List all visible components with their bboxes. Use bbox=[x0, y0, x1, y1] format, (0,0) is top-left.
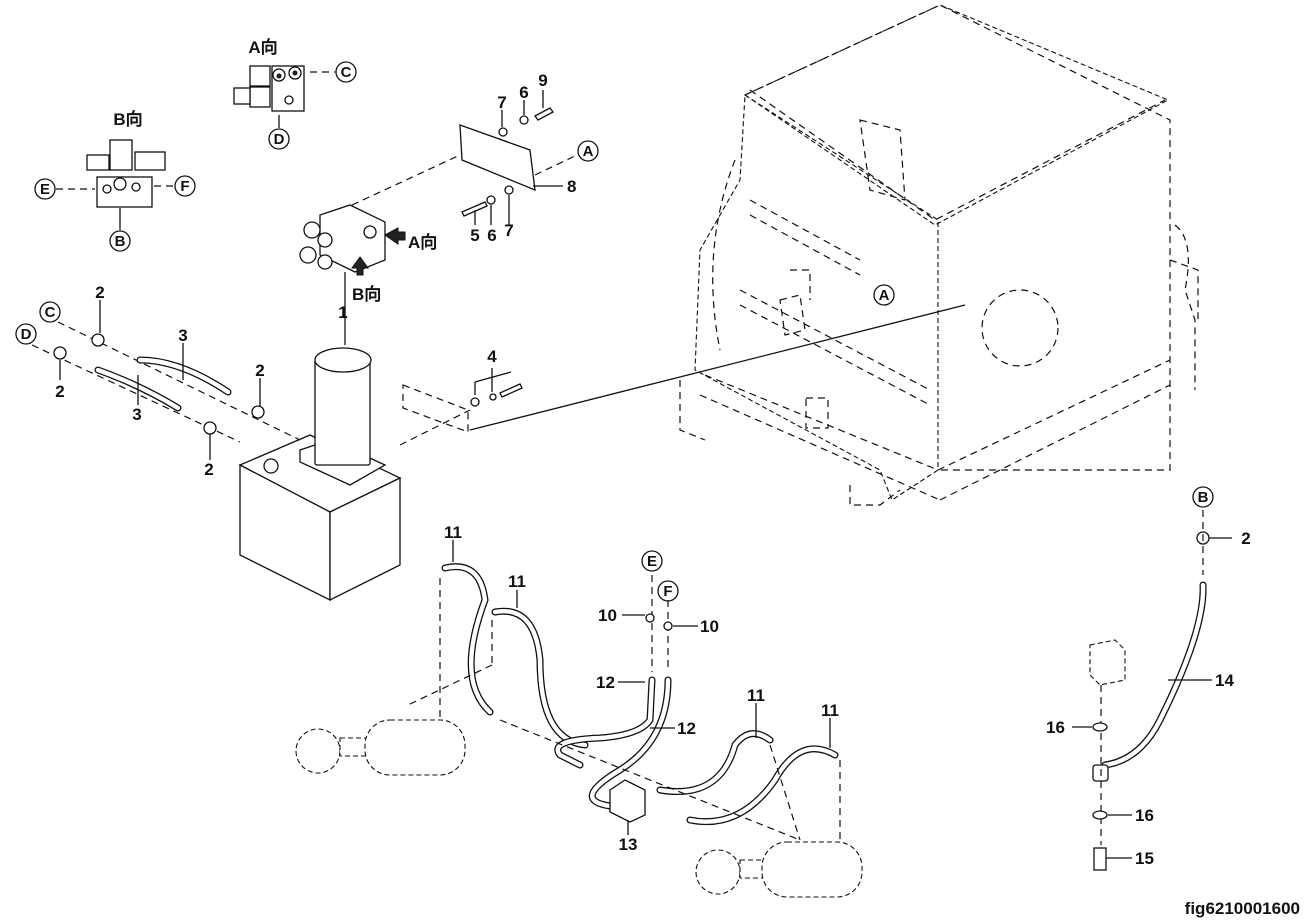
callout-e-lower-label: E bbox=[647, 553, 657, 570]
label-part-6: 6 bbox=[519, 83, 528, 102]
machine-frame bbox=[679, 4, 1199, 506]
label-part-2: 2 bbox=[204, 460, 213, 479]
label-part-11: 11 bbox=[821, 701, 839, 720]
figure-id: fig6210001600 bbox=[1185, 899, 1300, 918]
label-part-16: 16 bbox=[1046, 718, 1065, 737]
label-part-8: 8 bbox=[567, 177, 576, 196]
label-part-13: 13 bbox=[619, 835, 638, 854]
arrow-view-b-label: B向 bbox=[352, 284, 381, 304]
callout-f-view-b bbox=[174, 175, 196, 197]
hydraulic-power-unit bbox=[238, 347, 402, 602]
callout-c-view-a bbox=[335, 61, 357, 83]
callout-a-bracket-label: A bbox=[583, 143, 594, 160]
hydraulic-cylinder-right bbox=[695, 841, 863, 898]
label-part-5: 5 bbox=[470, 226, 479, 245]
label-part-9: 9 bbox=[538, 71, 547, 90]
leader-line-bracket-to-frame bbox=[469, 304, 966, 431]
label-part-7: 7 bbox=[504, 221, 513, 240]
callout-a-frame-label: A bbox=[879, 287, 890, 304]
view-a-title: A向 bbox=[248, 37, 277, 57]
bracket-4 bbox=[399, 368, 523, 446]
view-b-inset: B向 bbox=[56, 109, 175, 230]
callout-f-view-b-label: F bbox=[180, 178, 189, 195]
valve-block bbox=[299, 154, 461, 273]
callout-e-view-b-label: E bbox=[40, 181, 50, 198]
callout-c-view-a-label: C bbox=[341, 64, 352, 81]
label-part-11: 11 bbox=[444, 523, 462, 542]
mounting-bracket-plate bbox=[459, 124, 536, 192]
label-part-16: 16 bbox=[1135, 806, 1154, 825]
label-part-3: 3 bbox=[132, 405, 141, 424]
callout-f-lower bbox=[657, 580, 679, 602]
callout-d-view-a bbox=[268, 128, 290, 150]
label-part-14: 14 bbox=[1215, 671, 1234, 690]
view-b-title: B向 bbox=[113, 109, 142, 129]
label-part-6: 6 bbox=[487, 226, 496, 245]
callout-b-right bbox=[1192, 486, 1214, 508]
callout-d-hose-label: D bbox=[21, 326, 32, 343]
label-part-11: 11 bbox=[747, 686, 765, 705]
arrow-view-a-label: A向 bbox=[408, 232, 437, 252]
callout-a-frame bbox=[873, 284, 895, 306]
label-part-2: 2 bbox=[55, 382, 64, 401]
callout-d-hose bbox=[15, 323, 37, 345]
label-part-10: 10 bbox=[700, 617, 719, 636]
hose-14-assembly bbox=[1072, 510, 1232, 871]
callout-b-view-b-label: B bbox=[115, 233, 126, 250]
callout-c-hose bbox=[39, 301, 61, 323]
callout-b-right-label: B bbox=[1198, 489, 1209, 506]
label-part-12: 12 bbox=[596, 673, 615, 692]
label-part-10: 10 bbox=[598, 606, 617, 625]
callout-a-bracket bbox=[577, 140, 599, 162]
label-part-15: 15 bbox=[1135, 849, 1154, 868]
callout-e-view-b bbox=[34, 178, 56, 200]
label-part-1: 1 bbox=[338, 303, 347, 322]
label-part-4: 4 bbox=[487, 347, 497, 366]
label-part-2: 2 bbox=[255, 361, 264, 380]
callout-f-lower-label: F bbox=[663, 583, 672, 600]
lower-hose-assembly bbox=[407, 563, 841, 841]
callout-d-view-a-label: D bbox=[274, 131, 285, 148]
callout-c-hose-label: C bbox=[45, 304, 56, 321]
hydraulic-cylinder-left bbox=[295, 719, 466, 776]
label-part-7: 7 bbox=[497, 93, 506, 112]
hoses-3-fittings-2 bbox=[31, 300, 301, 460]
label-part-3: 3 bbox=[178, 326, 187, 345]
label-part-2: 2 bbox=[1241, 529, 1250, 548]
view-a-inset: A向 bbox=[233, 37, 335, 128]
callout-e-lower bbox=[641, 550, 663, 572]
label-part-2: 2 bbox=[95, 283, 104, 302]
label-part-11: 11 bbox=[508, 572, 526, 591]
callout-b-view-b bbox=[109, 230, 131, 252]
part-number-labels: 1 2 2 2 2 2 3 3 4 5 6 6 7 7 8 9 10 10 11… bbox=[55, 71, 1250, 868]
label-part-12: 12 bbox=[677, 719, 696, 738]
